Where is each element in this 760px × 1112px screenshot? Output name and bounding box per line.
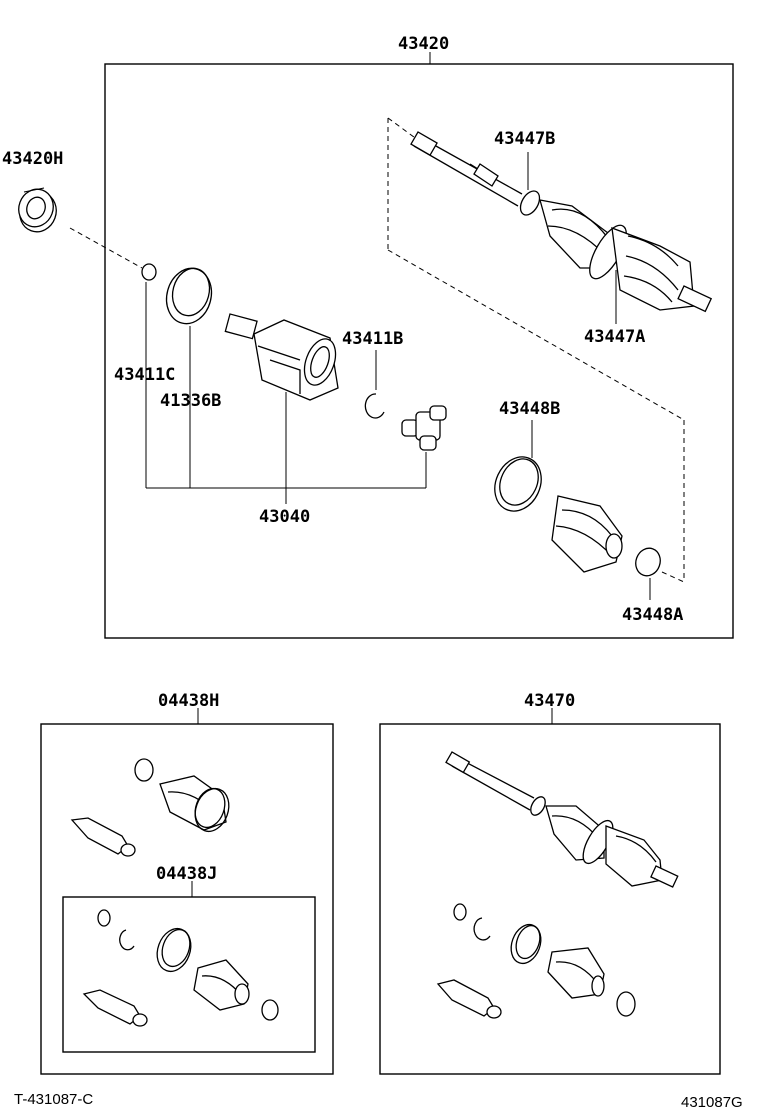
main-assembly-frame: [104, 63, 734, 639]
cv-boot-part: [551, 495, 623, 573]
boot-kit-h-contents: [70, 758, 230, 857]
leader-bracket-43040: [145, 282, 427, 504]
label-shaft-assembly: 43470: [524, 691, 575, 711]
phantom-line-top: [387, 117, 419, 141]
label-seal-outer: 43420H: [2, 149, 63, 169]
label-clamp-top: 43447B: [494, 129, 555, 149]
driveshaft-assembly-part: [410, 131, 713, 313]
shaft-assembly-frame: [379, 723, 721, 1075]
footer-left-code: T-431087-C: [14, 1091, 93, 1108]
label-main-assembly: 43420: [398, 34, 449, 54]
tripod-joint-part: [401, 405, 447, 451]
label-inboard-joint: 43040: [259, 507, 310, 527]
label-boot-ring: 41336B: [160, 391, 221, 411]
footer-right-code: 431087G: [681, 1094, 743, 1111]
label-boot-kit-h: 04438H: [158, 691, 219, 711]
label-clamp-band-b: 43448B: [499, 399, 560, 419]
label-boot-kit-j: 04438J: [156, 864, 217, 884]
boot-kit-h-frame: [40, 723, 334, 1075]
shaft-assembly-contents: [436, 751, 679, 1019]
phantom-line-seal: [69, 227, 143, 269]
snap-ring-b-part: [364, 393, 385, 419]
boot-ring-part: [165, 267, 213, 325]
boot-kit-j-contents: [82, 909, 279, 1027]
boot-kit-j-frame: [62, 896, 316, 1053]
oil-seal-part: [18, 187, 57, 233]
snap-ring-c-part: [141, 263, 157, 281]
inboard-joint-housing-part: [224, 313, 339, 401]
clamp-band-a-part: [635, 547, 661, 577]
phantom-line-diagonal: [387, 249, 685, 421]
phantom-line-end: [661, 571, 685, 583]
label-snap-ring-b: 43411B: [342, 329, 403, 349]
clamp-band-b-part: [494, 456, 542, 512]
label-snap-ring-c: 43411C: [114, 365, 175, 385]
label-clamp-band-a: 43448A: [622, 605, 683, 625]
label-clamp-lower: 43447A: [584, 327, 645, 347]
